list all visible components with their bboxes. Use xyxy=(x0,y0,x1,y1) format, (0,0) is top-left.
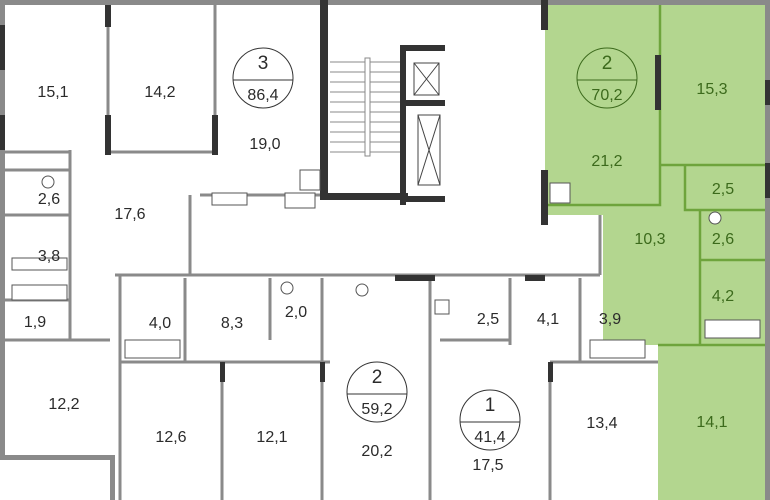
room-area: 8,3 xyxy=(221,315,243,332)
apartment-area: 70,2 xyxy=(591,87,622,104)
room-area: 3,9 xyxy=(599,311,621,328)
room-area: 17,5 xyxy=(472,457,503,474)
room-area: 4,0 xyxy=(149,315,171,332)
apartment-area: 86,4 xyxy=(247,87,278,104)
apartment-rooms: 2 xyxy=(602,53,613,74)
room-area: 2,5 xyxy=(477,311,499,328)
apartment-2-70-highlight[interactable] xyxy=(545,3,770,500)
room-area: 21,2 xyxy=(591,153,622,170)
elevator-icon xyxy=(417,114,441,186)
apartment-area: 59,2 xyxy=(361,401,392,418)
apartment-area: 41,4 xyxy=(474,429,505,446)
elevator-icon xyxy=(413,62,440,96)
room-area: 1,9 xyxy=(24,314,46,331)
room-area: 17,6 xyxy=(114,206,145,223)
room-area: 19,0 xyxy=(249,136,280,153)
apartment-rooms: 2 xyxy=(372,367,383,388)
room-area: 14,2 xyxy=(144,84,175,101)
room-area: 14,1 xyxy=(696,414,727,431)
apartment-badge[interactable]: 3 86,4 xyxy=(232,47,294,109)
room-area: 20,2 xyxy=(361,443,392,460)
apartment-rooms: 1 xyxy=(485,395,496,416)
room-area: 2,5 xyxy=(712,181,734,198)
room-area: 4,1 xyxy=(537,311,559,328)
room-area: 2,6 xyxy=(712,231,734,248)
room-area: 13,4 xyxy=(586,415,617,432)
room-area: 2,0 xyxy=(285,304,307,321)
room-area: 3,8 xyxy=(38,248,60,265)
room-labels: 15,1 14,2 19,0 17,6 2,6 3,8 1,9 12,2 21,… xyxy=(24,81,734,474)
apartment-badge[interactable]: 2 59,2 xyxy=(346,361,408,423)
apartment-badge[interactable]: 1 41,4 xyxy=(459,389,521,451)
apartment-rooms: 3 xyxy=(258,53,269,74)
room-area: 12,1 xyxy=(256,429,287,446)
bathroom-fixtures xyxy=(11,169,761,359)
room-area: 4,2 xyxy=(712,288,734,305)
room-area: 12,6 xyxy=(155,429,186,446)
room-area: 12,2 xyxy=(48,396,79,413)
room-area: 15,3 xyxy=(696,81,727,98)
room-area: 10,3 xyxy=(634,231,665,248)
stair-core xyxy=(330,45,445,205)
room-area: 2,6 xyxy=(38,191,60,208)
apartment-badge[interactable]: 2 70,2 xyxy=(576,47,638,109)
room-area: 15,1 xyxy=(37,84,68,101)
